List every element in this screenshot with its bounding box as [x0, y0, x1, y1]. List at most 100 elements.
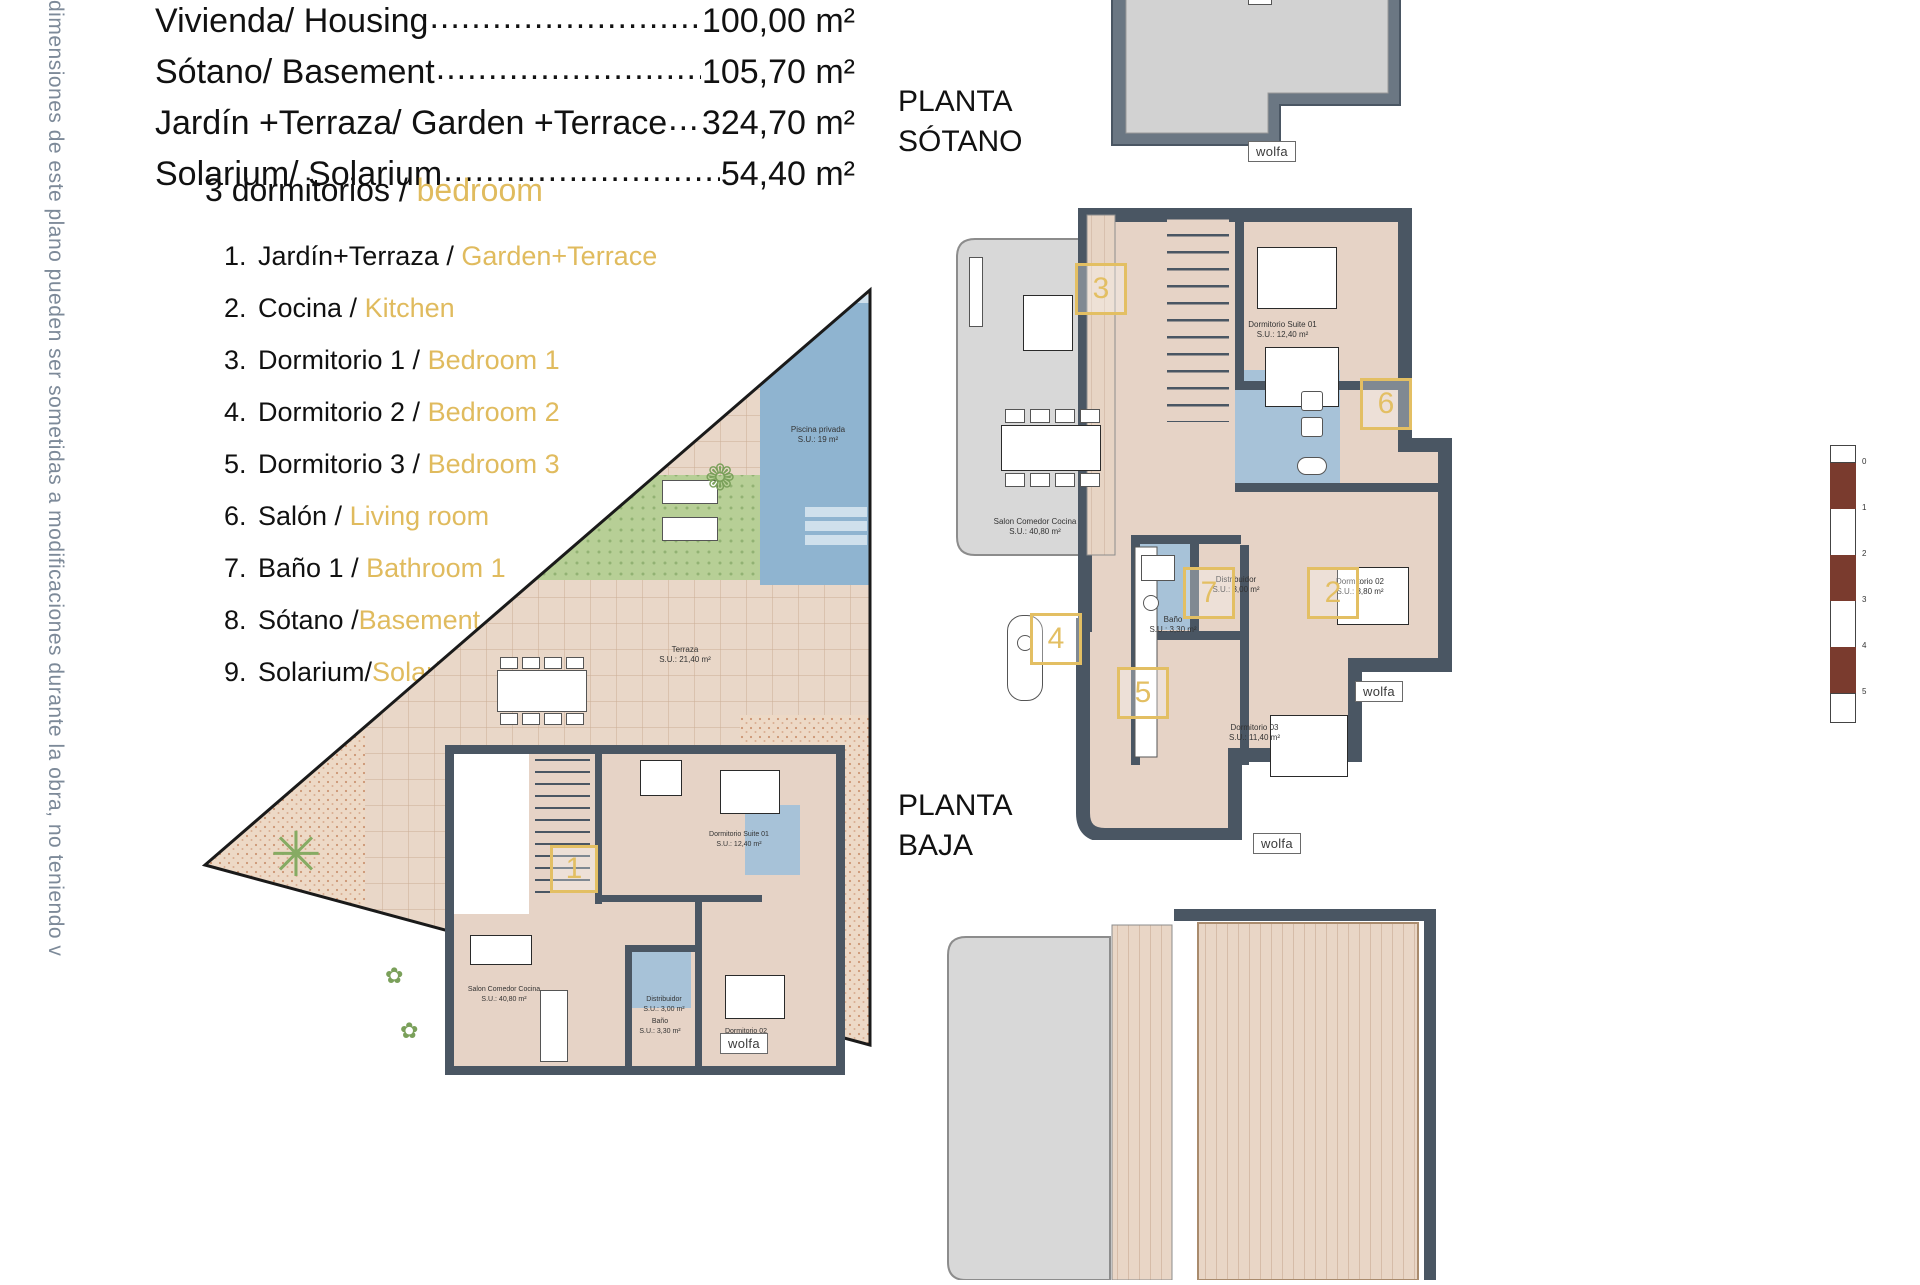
plan-marker-6[interactable]: 6: [1360, 378, 1412, 430]
list-item: 2. Cocina / Kitchen: [224, 282, 864, 334]
list-item-number: 4.: [224, 397, 247, 427]
kitchen-counter: [540, 990, 568, 1062]
chair: [500, 713, 518, 725]
staircase: [535, 759, 590, 899]
chair: [500, 657, 518, 669]
bed: [725, 975, 785, 1019]
list-item-en: Garden+Terrace: [461, 241, 658, 271]
ground-room-area: S.U.: 40,80 m²: [1009, 527, 1061, 536]
list-item-number: 8.: [224, 605, 247, 635]
area-value: 105,70 m²: [701, 53, 855, 91]
basement-fixture: [1248, 0, 1272, 5]
chair: [1005, 473, 1025, 487]
sun-lounger: [662, 517, 718, 541]
area-summary: Vivienda/ Housing ......................…: [155, 0, 855, 200]
chair: [1030, 409, 1050, 423]
bedroom-count: 3 dormitorios / bedroom: [205, 172, 543, 209]
sink: [1301, 391, 1323, 411]
list-item: 4. Dormitorio 2 / Bedroom 2: [224, 386, 864, 438]
chair: [1030, 473, 1050, 487]
staircase: [1167, 217, 1229, 422]
list-item-en: Bedroom 3: [427, 449, 560, 479]
ground-room-tag: Baño S.U.: 3,30 m²: [1141, 615, 1205, 635]
chair: [1080, 409, 1100, 423]
list-item-en: Bedroom 1: [427, 345, 560, 375]
chair: [544, 657, 562, 669]
ground-room-name: Baño: [1163, 615, 1183, 624]
area-label: Solarium/ Solarium: [155, 155, 443, 193]
plan-marker-2[interactable]: 2: [1307, 567, 1359, 619]
solarium-shape: [947, 909, 1436, 1280]
chair: [1080, 473, 1100, 487]
site-room-name: Terraza: [671, 645, 699, 654]
area-dots: ........................................…: [429, 0, 701, 36]
basement-shape: [1111, 0, 1401, 146]
area-dots: ........................................…: [668, 100, 701, 138]
list-item: 8.Sótano /Basement: [224, 594, 864, 646]
bed: [1257, 247, 1337, 309]
ground-room-tag: Salon Comedor Cocina S.U.: 40,80 m²: [980, 517, 1090, 537]
ground-room-area: S.U.: 11,40 m²: [1229, 733, 1280, 742]
shrub-icon: ❁: [705, 457, 736, 498]
site-room-area: S.U.: 21,40 m²: [659, 655, 711, 664]
toilet: [1143, 595, 1159, 611]
ground-room-tag: Distribuidor S.U.: 3,00 m²: [1197, 575, 1275, 595]
site-bathroom: [745, 805, 800, 875]
area-row: Solarium/ Solarium .....................…: [155, 149, 855, 200]
site-room-tag: Terraza S.U.: 21,40 m²: [645, 645, 725, 665]
bedroom-count-en: bedroom: [416, 172, 543, 208]
ground-room-name: Dormitorio 03: [1230, 723, 1279, 732]
dining-table: [1001, 425, 1101, 471]
bed: [720, 770, 780, 814]
chair: [1005, 409, 1025, 423]
area-label: Jardín +Terraza/ Garden +Terrace: [155, 104, 668, 142]
bedroom-count-es: 3 dormitorios /: [205, 172, 408, 208]
ground-room-area: S.U.: 3,00 m²: [1212, 585, 1260, 594]
chair: [1055, 409, 1075, 423]
sun-lounger: [662, 480, 718, 504]
ground-room-area: S.U.: 12,40 m²: [1256, 330, 1309, 339]
watermark-badge: wolfa: [1253, 833, 1301, 854]
list-item-en: Living room: [349, 501, 490, 531]
sofa: [640, 760, 682, 796]
basement-plan: wolfa wolfa: [1100, 0, 1530, 175]
area-row: Jardín +Terraza/ Garden +Terrace .......…: [155, 98, 855, 149]
plan-marker-7[interactable]: 7: [1183, 567, 1235, 619]
list-item-number: 9.: [224, 657, 247, 687]
plan-marker-5[interactable]: 5: [1117, 667, 1169, 719]
sink: [1301, 417, 1323, 437]
plan-marker-1[interactable]: 1: [550, 845, 598, 893]
list-item-es: Salón /: [258, 501, 343, 531]
chair: [522, 657, 540, 669]
bed: [1270, 715, 1348, 777]
shower: [1141, 555, 1175, 581]
list-item-es: Jardín+Terraza /: [258, 241, 454, 271]
ground-room-tag: Dormitorio 02 S.U.: 8,80 m²: [1321, 577, 1399, 597]
bed: [1337, 567, 1409, 625]
list-item-en: Kitchen: [364, 293, 455, 323]
list-item-es: Cocina /: [258, 293, 358, 323]
area-dots: ........................................…: [443, 151, 720, 189]
list-item-es: Baño 1 /: [258, 553, 359, 583]
list-item: 5.Dormitorio 3 / Bedroom 3: [224, 438, 864, 490]
dining-table: [470, 935, 532, 965]
list-item-es: Dormitorio 2 /: [258, 397, 421, 427]
terrace-rail: [969, 257, 983, 327]
list-item-number: 5.: [224, 449, 247, 479]
area-label: Vivienda/ Housing: [155, 2, 429, 40]
list-item: 3.Dormitorio 1 / Bedroom 1: [224, 334, 864, 386]
ground-room-area: S.U.: 3,30 m²: [1149, 625, 1197, 634]
plan-marker-4[interactable]: 4: [1030, 613, 1082, 665]
scale-tick: 0: [1862, 457, 1867, 466]
ground-room-area: S.U.: 8,80 m²: [1336, 587, 1384, 596]
list-item-number: 2.: [224, 293, 247, 323]
plan-marker-3[interactable]: 3: [1075, 263, 1127, 315]
scale-tick: 3: [1862, 595, 1867, 604]
scale-bar: 0 1 2 3 4 5: [1822, 445, 1882, 745]
list-item-number: 6.: [224, 501, 247, 531]
room-legend-list: 1.Jardín+Terraza / Garden+Terrace 2.Coci…: [224, 230, 864, 698]
chair: [566, 713, 584, 725]
list-item-en: Bedroom 2: [427, 397, 560, 427]
ground-room-name: Salon Comedor Cocina: [993, 517, 1077, 526]
